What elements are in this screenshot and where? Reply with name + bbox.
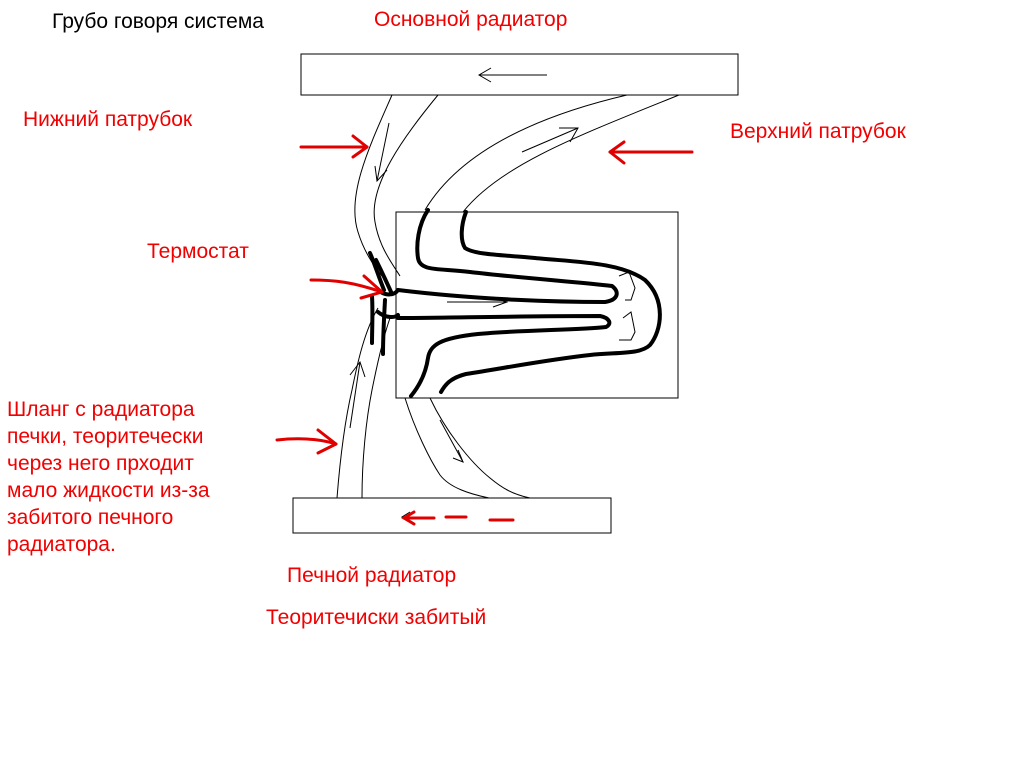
heater-radiator-clogged-label: Теоритечиски забитый: [266, 606, 487, 629]
upper-hose-pointer-arrow: [608, 140, 694, 165]
heater-hose-note-line: печки, теоритечески: [7, 425, 204, 448]
heater-hose-note-line: забитого печного: [7, 506, 174, 529]
engine-coolant-channels: [368, 208, 662, 398]
heater-radiator-box: [292, 497, 612, 534]
engine-to-heater-hose: [404, 397, 531, 499]
heater-hose-note-line: через него прходит: [7, 452, 194, 475]
lower-hose-flow-arrow: [374, 122, 390, 183]
lower-hose-pointer-arrow: [299, 134, 369, 159]
lower-hose-label: Нижний патрубок: [23, 108, 193, 131]
upper-hose: [424, 94, 680, 213]
heater-radiator-red-dashes: [401, 510, 515, 526]
engine-to-heater-flow-arrow: [439, 419, 464, 463]
main-radiator-flow-arrow: [478, 67, 547, 83]
heater-hose-note: Шланг с радиатора печки, теоритечески че…: [7, 396, 257, 558]
thermostat-label: Термостат: [147, 240, 249, 263]
engine-block-box: [395, 211, 679, 399]
heater-hose: [336, 307, 391, 499]
heater-hose-pointer-arrow: [275, 428, 338, 455]
main-radiator-label: Основной радиатор: [374, 8, 568, 31]
diagram-title: Грубо говоря система: [52, 10, 264, 33]
upper-hose-flow-arrow: [521, 127, 579, 153]
heater-hose-flow-arrow: [349, 360, 366, 429]
heater-hose-note-line: радиатора.: [7, 533, 116, 556]
thermostat-pointer-arrow: [309, 274, 384, 300]
upper-hose-label: Верхний патрубок: [730, 120, 906, 143]
heater-hose-note-line: мало жидкости из-за: [7, 479, 210, 502]
engine-flow-arrows: [447, 271, 636, 341]
heater-hose-note-line: Шланг с радиатора: [7, 398, 195, 421]
heater-radiator-label: Печной радиатор: [287, 564, 457, 587]
main-radiator-box: [300, 53, 739, 96]
